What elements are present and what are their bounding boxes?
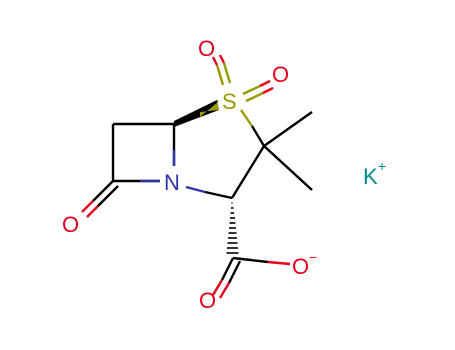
bond-co-carboxyl-b bbox=[227, 260, 242, 284]
bond-co-lactam-a-red bbox=[81, 200, 94, 213]
charge-potassium: + bbox=[378, 158, 386, 174]
bond-c-c-thiazolidine bbox=[230, 145, 266, 199]
bond-co-lactam-b-red bbox=[86, 205, 99, 218]
bond-n-c3-colored bbox=[185, 185, 206, 194]
wedge-bond-c-s bbox=[174, 100, 219, 127]
atom-oxygen-carbonyl: O bbox=[199, 288, 216, 313]
bond-so-upper-b bbox=[222, 62, 232, 84]
bond-co-carboxyl-a-red bbox=[211, 279, 224, 296]
bond-methyl-upper bbox=[263, 111, 313, 147]
atom-oxygen-sulfonyl-right: O bbox=[272, 62, 289, 87]
atom-oxygen-lactam: O bbox=[62, 212, 79, 237]
bond-so-upper-a bbox=[215, 64, 225, 86]
bond-co-lactam-b bbox=[97, 185, 119, 207]
bond-s-c-dimethyl-colored bbox=[240, 109, 253, 127]
atom-oxygen-carboxylate: O bbox=[292, 254, 309, 279]
atom-oxygen-sulfonyl-upper: O bbox=[198, 36, 215, 61]
wedge-bond-c-s-colored bbox=[200, 100, 219, 117]
bond-so-right-a-red bbox=[259, 79, 271, 88]
bond-s-c-dimethyl bbox=[250, 125, 266, 147]
atom-potassium: K bbox=[363, 164, 378, 189]
bond-c-o-carboxylate-red bbox=[267, 260, 291, 266]
bond-methyl-lower bbox=[263, 145, 313, 191]
hashed-bond-c3-carboxyl bbox=[226, 202, 239, 254]
bond-co-carboxyl-a bbox=[220, 257, 235, 281]
bond-co-carboxyl-b-red bbox=[218, 282, 231, 299]
bond-so-upper-b-red bbox=[218, 54, 226, 64]
bond-co-lactam-a bbox=[92, 180, 114, 202]
bond-so-upper-a-red bbox=[211, 56, 219, 66]
bond-so-right-a bbox=[242, 84, 261, 96]
atom-sulfur: S bbox=[222, 89, 237, 114]
bond-so-right-b-red bbox=[262, 86, 274, 95]
bond-c-o-carboxylate bbox=[232, 256, 269, 264]
atom-nitrogen: N bbox=[164, 170, 180, 195]
charge-carboxylate: − bbox=[309, 249, 317, 265]
bond-n-c3 bbox=[204, 190, 233, 200]
bond-so-right-b bbox=[245, 91, 264, 103]
